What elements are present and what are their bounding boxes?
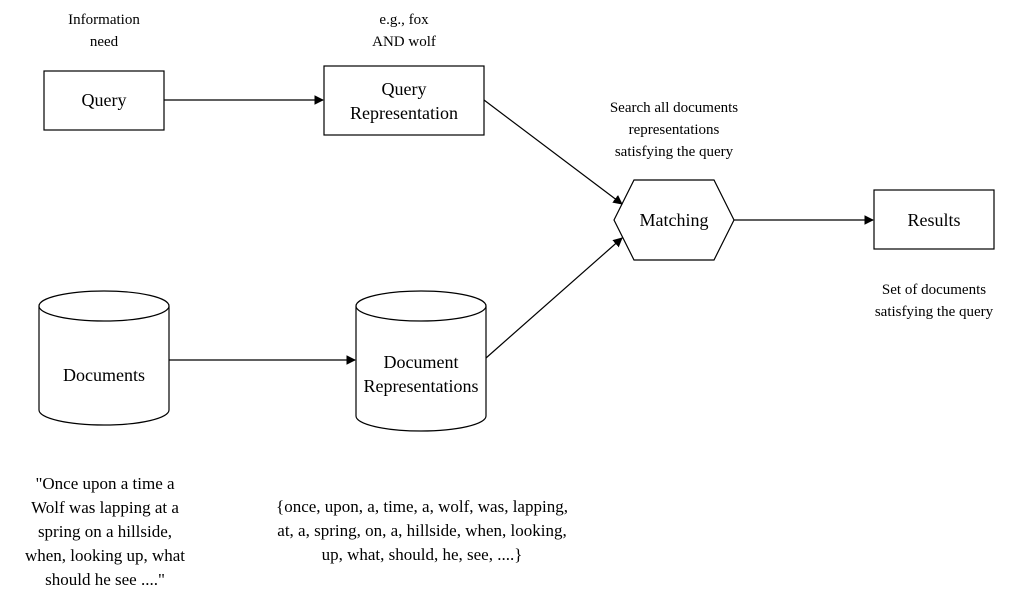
results-label: Results [907, 210, 961, 230]
information-need-label: Information need [68, 12, 140, 50]
query-box [43, 70, 165, 131]
search-note-label: Search all documents representations sat… [609, 100, 739, 160]
token-set-text: {once, upon, a, time, a, wolf, was, lapp… [276, 497, 568, 564]
matching-label: Matching [639, 210, 709, 230]
document-representations-label: Document Representations [363, 352, 479, 396]
arrow-representation-to-matching [483, 99, 623, 205]
document-example-text: "Once upon a time a Wolf was lapping at … [24, 474, 186, 589]
query-label: Query [81, 90, 127, 110]
document-representations-cylinder [355, 290, 487, 432]
results-box [873, 189, 995, 250]
query-representation-label: Query Representation [350, 79, 458, 123]
arrow-doc-representations-to-matching [485, 237, 623, 359]
query-representation-box [323, 65, 485, 136]
results-note-label: Set of documents satisfying the query [874, 282, 994, 320]
documents-cylinder [38, 290, 170, 426]
query-example-label: e.g., fox AND wolf [372, 12, 436, 50]
documents-label: Documents [63, 365, 145, 385]
